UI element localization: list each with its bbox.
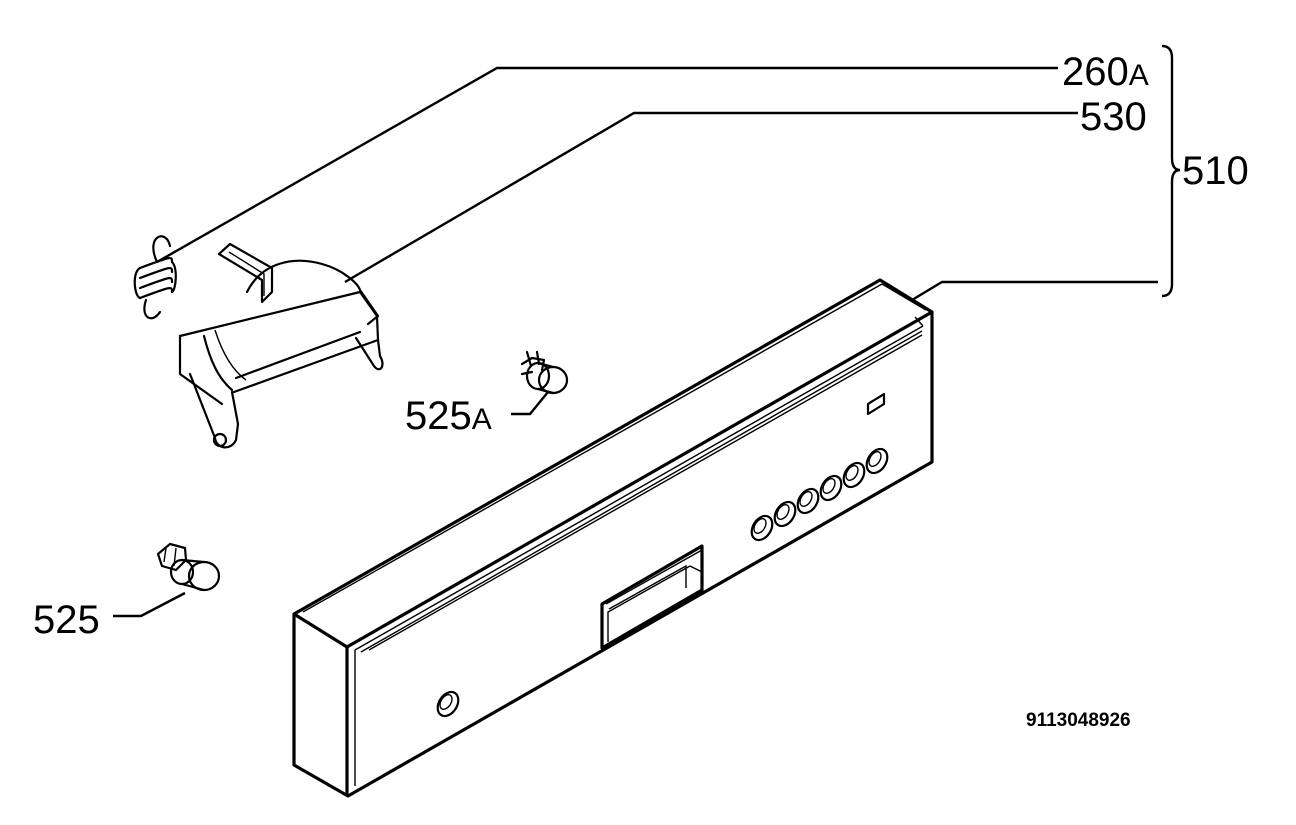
- drawing-code: 9113048926: [1026, 710, 1131, 731]
- button-525-part: [156, 542, 221, 592]
- group-brace-510: [1161, 44, 1181, 298]
- part-labels: 260A 530 510 525A 525 9113048926: [33, 50, 1249, 731]
- panel-left-knob: [436, 690, 460, 718]
- leader-525a: [511, 391, 549, 416]
- leader-525: [113, 591, 186, 618]
- label-530: 530: [1080, 95, 1147, 139]
- label-260a: 260A: [1062, 50, 1149, 94]
- panel-knob-row: [750, 447, 889, 542]
- leader-530: [344, 111, 1078, 284]
- label-525a: 525A: [405, 394, 492, 438]
- leader-260a: [156, 66, 1058, 264]
- control-panel-part: [292, 278, 934, 798]
- label-525: 525: [33, 598, 100, 642]
- button-525a-part: [520, 350, 569, 395]
- leader-lines: [113, 66, 1158, 618]
- spring-part: [133, 235, 177, 320]
- label-510: 510: [1182, 149, 1249, 193]
- leader-510: [911, 280, 1158, 302]
- lever-bracket-part: [178, 242, 384, 449]
